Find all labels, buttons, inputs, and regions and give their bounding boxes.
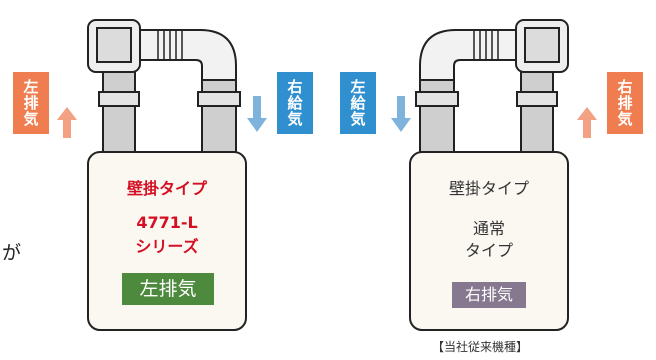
right-unit-body <box>409 151 569 331</box>
right-unit-line2: タイプ <box>464 241 513 260</box>
left-exhaust-up-arrow <box>57 107 77 138</box>
right-unit-badge: 右排気 <box>452 282 526 308</box>
right-elbow-window <box>524 27 560 63</box>
right-intake-down-arrow <box>391 96 411 132</box>
side-text: が <box>2 242 22 264</box>
left-exhaust-pipe-joint <box>98 91 140 107</box>
left-unit-title: 壁掛タイプ <box>126 179 207 198</box>
right-elbow-pipe <box>419 29 517 81</box>
left-exhaust-label: 左排気 <box>13 72 49 134</box>
right-exhaust-label: 右排気 <box>607 72 643 134</box>
left-intake-down-arrow <box>247 96 267 132</box>
left-elbow-window <box>96 27 132 63</box>
right-elbow-ribs <box>473 30 499 60</box>
left-intake-label: 右給気 <box>277 72 313 134</box>
right-unit-caption: 【当社従来機種】 <box>432 340 529 354</box>
right-exhaust-up-arrow <box>577 107 597 138</box>
right-intake-pipe <box>419 79 455 153</box>
left-unit-series: シリーズ <box>135 237 199 256</box>
right-intake-label: 左給気 <box>340 72 376 134</box>
right-exhaust-pipe-joint <box>516 91 558 107</box>
right-intake-pipe-joint <box>415 91 459 107</box>
left-elbow-ribs <box>157 30 183 60</box>
right-unit-line1: 通常 <box>472 219 505 238</box>
left-intake-pipe-joint <box>197 91 241 107</box>
left-elbow-pipe <box>139 29 237 81</box>
left-intake-pipe <box>201 79 237 153</box>
left-unit-model: 4771-L <box>136 213 198 232</box>
right-unit-title: 壁掛タイプ <box>448 179 529 198</box>
left-unit-badge: 左排気 <box>122 273 214 305</box>
